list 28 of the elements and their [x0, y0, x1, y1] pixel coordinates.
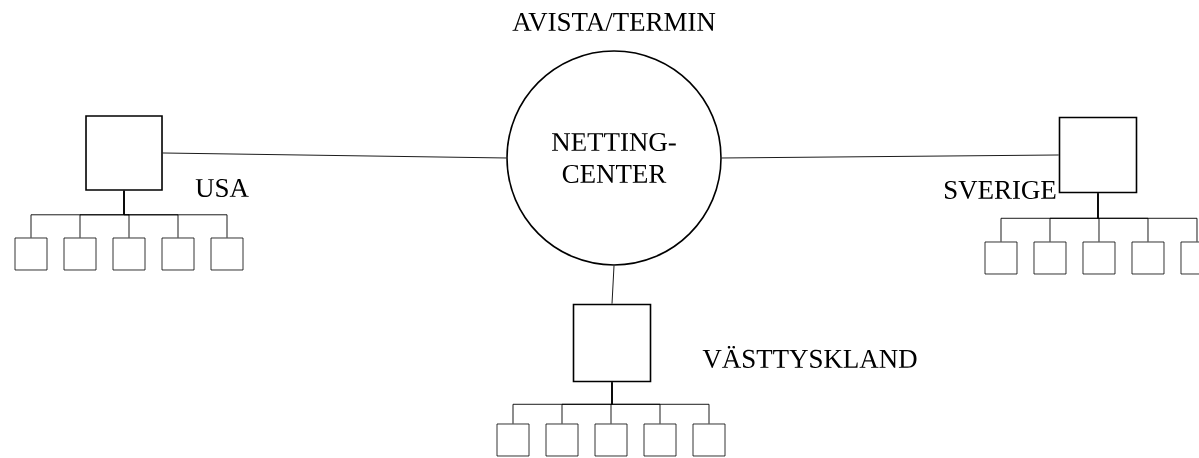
small-square-box [1131, 241, 1165, 275]
circle-node: NETTING- CENTER [506, 50, 722, 266]
connector-line [611, 381, 710, 425]
square-box [572, 303, 652, 383]
country-label: USA [195, 178, 249, 198]
country-label: VÄSTTYSKLAND [702, 345, 917, 369]
connector-line [611, 265, 615, 305]
connector-line [123, 190, 228, 239]
connector-line [721, 154, 1060, 159]
small-square-box [1082, 241, 1116, 275]
connector-line [1097, 192, 1198, 243]
connector-line [162, 152, 507, 159]
small-square-box [161, 237, 195, 271]
small-square-box [594, 423, 628, 457]
small-square-box [63, 237, 97, 271]
country-label: SVERIGE [945, 180, 1056, 200]
small-square-box [112, 237, 146, 271]
small-square-box [496, 423, 530, 457]
small-square-box [643, 423, 677, 457]
small-square-box [545, 423, 579, 457]
small-square-box [1033, 241, 1067, 275]
small-square-box [210, 237, 244, 271]
small-square-box [984, 241, 1018, 275]
small-square-box [692, 423, 726, 457]
square-box [1058, 116, 1138, 194]
square-box [85, 115, 163, 191]
heading: AVISTA/TERMIN [512, 12, 716, 32]
small-square-box [14, 237, 48, 271]
